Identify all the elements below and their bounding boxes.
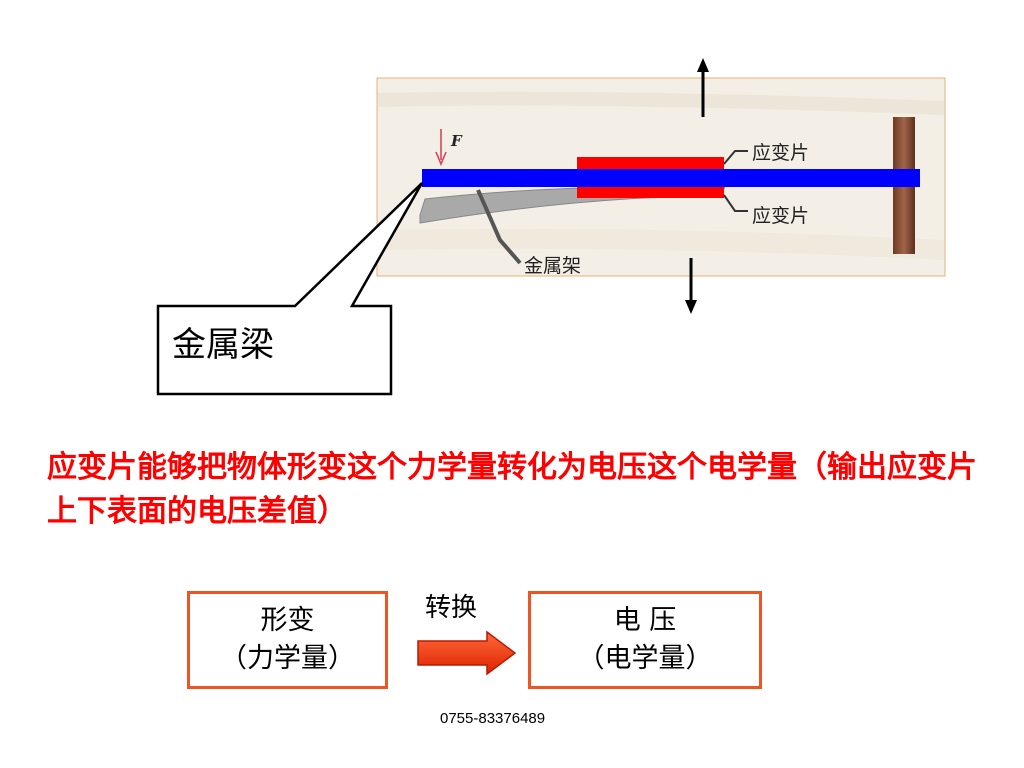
force-arrow <box>435 129 447 167</box>
strain-gauge-top-label: 应变片 <box>752 142 809 164</box>
metal-frame-label: 金属架 <box>524 255 581 277</box>
strain-gauge-bottom-label: 应变片 <box>752 205 809 227</box>
deformation-box: 形变 （力学量） <box>187 591 388 689</box>
voltage-quantity: （电学量） <box>577 643 713 674</box>
convert-arrow-icon <box>417 630 517 676</box>
explanation-text: 应变片能够把物体形变这个力学量转化为电压这个电学量（输出应变片上下表面的电压差值… <box>47 450 977 529</box>
deformation-quantity: （力学量） <box>220 643 355 674</box>
voltage-box: 电 压 （电学量） <box>528 591 762 689</box>
up-arrow-icon <box>697 58 709 117</box>
callout-box <box>156 182 424 396</box>
down-arrow-icon <box>685 258 697 314</box>
callout-label: 金属梁 <box>172 325 274 365</box>
deformation-label: 形变 <box>260 605 315 636</box>
force-label: F <box>450 132 463 150</box>
strain-gauge-top <box>577 157 724 170</box>
metal-beam <box>422 169 920 187</box>
strain-gauge-bottom <box>577 186 724 198</box>
convert-label: 转换 <box>425 593 478 623</box>
footer-phone: 0755-83376489 <box>440 710 546 727</box>
voltage-label: 电 压 <box>613 605 677 636</box>
